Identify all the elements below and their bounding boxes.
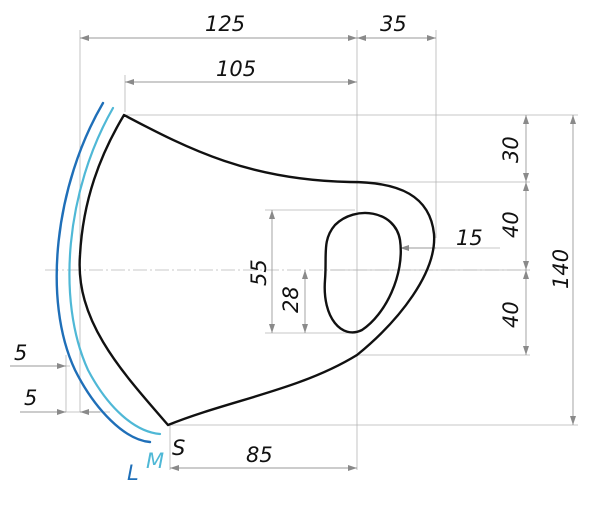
dim-top-total: 125 [205, 12, 245, 36]
ear-hole-outline [323, 211, 402, 334]
dim-top-ear: 35 [380, 12, 407, 36]
dim-inner-width: 105 [216, 57, 256, 81]
size-label-large: L [127, 461, 139, 485]
mask-outline-small [78, 113, 436, 427]
size-line-medium [68, 106, 162, 436]
dim-middle-lower: 40 [499, 301, 523, 328]
dim-total-height: 140 [549, 249, 573, 289]
extension-lines [10, 30, 578, 470]
dim-upper-height: 30 [499, 136, 523, 163]
dimension-lines [10, 35, 576, 471]
dim-bottom-width: 85 [246, 443, 273, 467]
dim-hole-lower: 28 [279, 286, 303, 313]
size-label-small: S [172, 436, 185, 460]
size-line-large [55, 101, 152, 444]
size-label-medium: M [146, 449, 164, 473]
dim-left-offset-1: 5 [14, 341, 27, 365]
dim-hole-height: 55 [247, 259, 271, 286]
dim-left-offset-2: 5 [24, 386, 37, 410]
dim-hole-offset: 15 [456, 226, 483, 250]
dim-middle-upper: 40 [499, 211, 523, 238]
